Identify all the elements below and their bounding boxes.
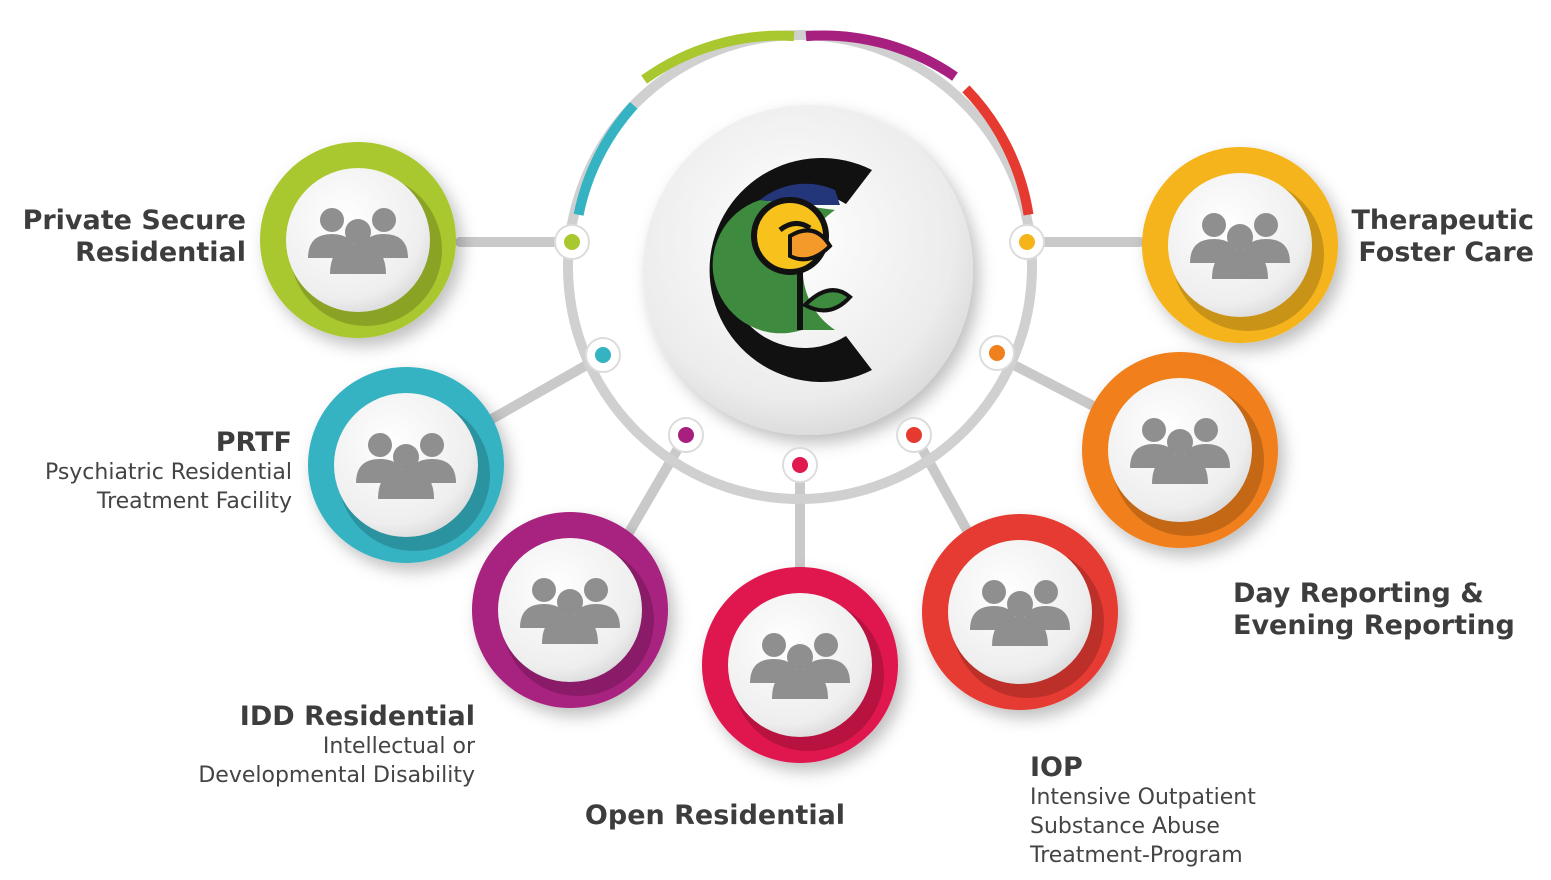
people-group-icon: [1130, 418, 1230, 484]
people-group-icon: [970, 580, 1070, 646]
ring-arc-red: [962, 85, 1034, 216]
label-foster-care: Therapeutic Foster Care: [1300, 205, 1534, 270]
people-group-icon: [520, 578, 620, 644]
label-prtf: PRTF Psychiatric Residential Treatment F…: [0, 427, 292, 517]
prtf-sub-line-2: Treatment Facility: [96, 488, 292, 514]
ring-arc-lime: [641, 30, 795, 84]
service-node-open: [702, 567, 898, 763]
ring-dot-foster-care: [1009, 224, 1045, 260]
label-open-residential: Open Residential: [560, 800, 870, 832]
connector-prtf: [485, 357, 597, 425]
prtf-title: PRTF: [215, 427, 292, 458]
ring-dot-idd: [668, 417, 704, 453]
prtf-sub-line-1: Psychiatric Residential: [44, 460, 292, 486]
idd-sub-line-2: Developmental Disability: [198, 762, 475, 788]
service-node-private-secure: [260, 142, 456, 338]
ring-arc-magenta: [805, 30, 958, 81]
service-node-foster-care: [1142, 147, 1338, 343]
people-group-icon: [1190, 213, 1290, 279]
hub-ring-base: [563, 30, 1037, 504]
ring-arc-teal: [573, 101, 638, 216]
day-reporting-title-line-1: Day Reporting &: [1233, 578, 1484, 609]
service-node-idd: [472, 512, 668, 708]
iop-title: IOP: [1030, 752, 1083, 783]
foster-care-title-line-2: Foster Care: [1358, 237, 1534, 269]
people-group-icon: [308, 208, 408, 274]
iop-sub-line-2: Substance Abuse: [1030, 813, 1220, 839]
people-group-icon: [750, 633, 850, 699]
c-rose-globe-logo-icon: [709, 158, 872, 383]
idd-sub-line-1: Intellectual or: [322, 734, 475, 760]
private-secure-title-line-2: Residential: [75, 237, 246, 269]
connector-day-reporting: [1003, 357, 1110, 417]
ring-dot-prtf: [585, 337, 621, 373]
label-day-reporting: Day Reporting & Evening Reporting: [1233, 578, 1543, 643]
service-node-day-reporting: [1082, 352, 1278, 548]
ring-dot-private-secure: [554, 224, 590, 260]
idd-title: IDD Residential: [239, 701, 475, 732]
label-idd: IDD Residential Intellectual or Developm…: [100, 701, 475, 791]
service-node-iop: [922, 514, 1118, 710]
hub-ring: [563, 30, 1037, 504]
label-private-secure: Private Secure Residential: [0, 205, 246, 270]
iop-sub-line-1: Intensive Outpatient: [1030, 785, 1256, 811]
foster-care-title-line-1: Therapeutic: [1351, 205, 1534, 236]
ring-dot-day-reporting: [979, 335, 1015, 371]
open-residential-title: Open Residential: [584, 800, 846, 831]
service-node-prtf: [308, 367, 504, 563]
center-hub: [643, 105, 973, 435]
private-secure-title-line-1: Private Secure: [22, 205, 246, 236]
ring-dot-open: [782, 447, 818, 483]
iop-sub-line-3: Treatment-Program: [1030, 842, 1243, 868]
day-reporting-title-line-2: Evening Reporting: [1233, 610, 1515, 642]
label-iop: IOP Intensive Outpatient Substance Abuse…: [1030, 752, 1330, 870]
connector-lines: [455, 237, 1145, 583]
ring-dot-iop: [896, 417, 932, 453]
people-group-icon: [356, 433, 456, 499]
